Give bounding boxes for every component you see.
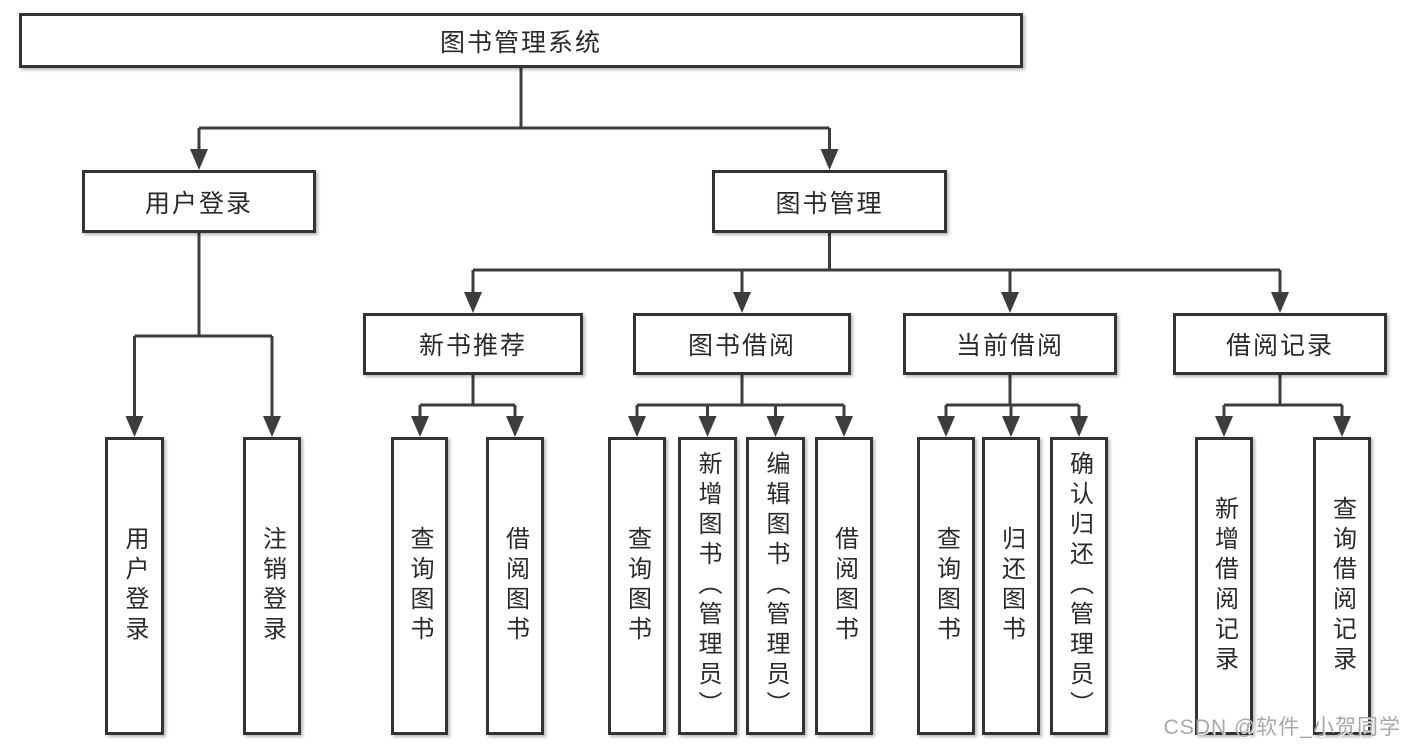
node-query-borrow-record: 查询借阅记录 [1313, 437, 1371, 735]
node-book-management: 图书管理 [712, 170, 947, 233]
node-user-login-branch: 用户登录 [82, 170, 316, 233]
node-query-books-recommend: 查询图书 [391, 437, 448, 735]
node-borrow-records: 借阅记录 [1173, 313, 1387, 375]
node-borrow-books: 借阅图书 [815, 437, 873, 735]
csdn-watermark: CSDN @软件_小贺同学 [1163, 716, 1401, 739]
node-query-books-current: 查询图书 [917, 437, 975, 735]
node-add-book-admin: 新增图书（管理员） [678, 437, 737, 735]
node-edit-book-admin: 编辑图书（管理员） [746, 437, 805, 735]
node-library-system: 图书管理系统 [19, 13, 1023, 68]
node-add-borrow-record: 新增借阅记录 [1195, 437, 1253, 735]
node-book-borrow: 图书借阅 [633, 313, 851, 375]
node-confirm-return-admin: 确认归还（管理员） [1050, 437, 1108, 735]
node-logout: 注销登录 [243, 437, 301, 735]
node-query-books-borrow: 查询图书 [608, 437, 666, 735]
node-borrow-books-recommend: 借阅图书 [486, 437, 544, 735]
node-return-books: 归还图书 [982, 437, 1040, 735]
node-current-borrow: 当前借阅 [903, 313, 1117, 375]
node-user-login: 用户登录 [105, 437, 164, 735]
node-new-book-recommend: 新书推荐 [363, 313, 583, 375]
